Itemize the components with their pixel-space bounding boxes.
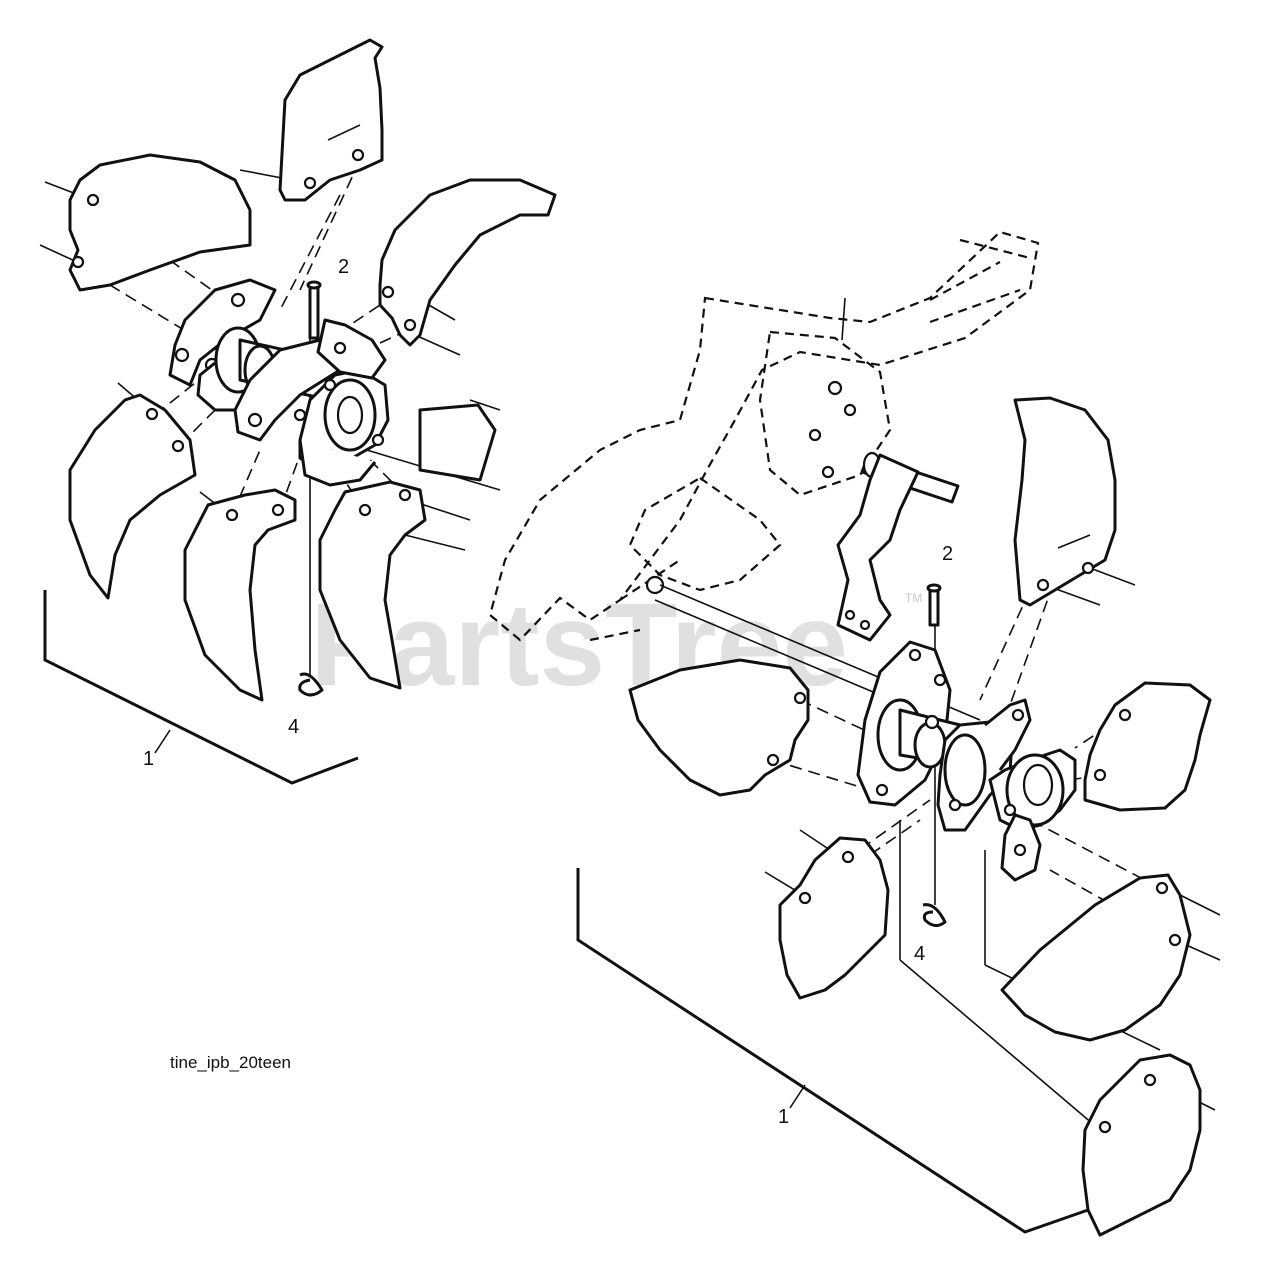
left-clip-callout: 4	[288, 716, 299, 738]
right-tine-lower-right	[1000, 873, 1192, 1042]
right-hairpin-clip	[922, 903, 947, 927]
left-tine-top	[278, 38, 384, 202]
left-tine-upper-right	[378, 178, 557, 347]
left-hairpin-clip	[298, 672, 324, 697]
right-assembly-callout: 1	[778, 1106, 789, 1128]
right-tine-lower-left	[778, 836, 890, 1000]
right-clip-callout: 4	[914, 943, 925, 965]
left-assembly-callout: 1	[143, 748, 154, 770]
watermark-trademark: TM	[905, 591, 922, 605]
right-tine-right	[1083, 681, 1212, 812]
left-hub	[168, 278, 497, 487]
tiller-frame	[488, 230, 1040, 736]
right-tine-bottom	[1081, 1053, 1202, 1237]
left-pin-callout: 2	[338, 256, 349, 278]
right-clevis-pin	[928, 586, 940, 627]
left-tine-assembly: 2 4 1	[39, 38, 557, 785]
left-tine-upper-left	[68, 153, 252, 292]
watermark: PartsTree TM	[310, 579, 922, 711]
diagram-caption: tine_ipb_20teen	[170, 1053, 291, 1072]
left-assembly-bracket	[43, 590, 359, 785]
right-tine-assembly: 2 4 1	[576, 396, 1221, 1237]
right-assembly-bracket	[576, 868, 1089, 1234]
left-tine-lower-left	[68, 393, 197, 600]
left-tine-lower-right	[318, 480, 427, 690]
left-tine-lower-middle	[183, 488, 297, 702]
left-clevis-pin	[308, 283, 320, 340]
right-tine-top	[1013, 396, 1117, 607]
right-hub	[856, 640, 1077, 882]
right-pin-callout: 2	[942, 543, 953, 565]
right-tine-left	[628, 658, 810, 797]
